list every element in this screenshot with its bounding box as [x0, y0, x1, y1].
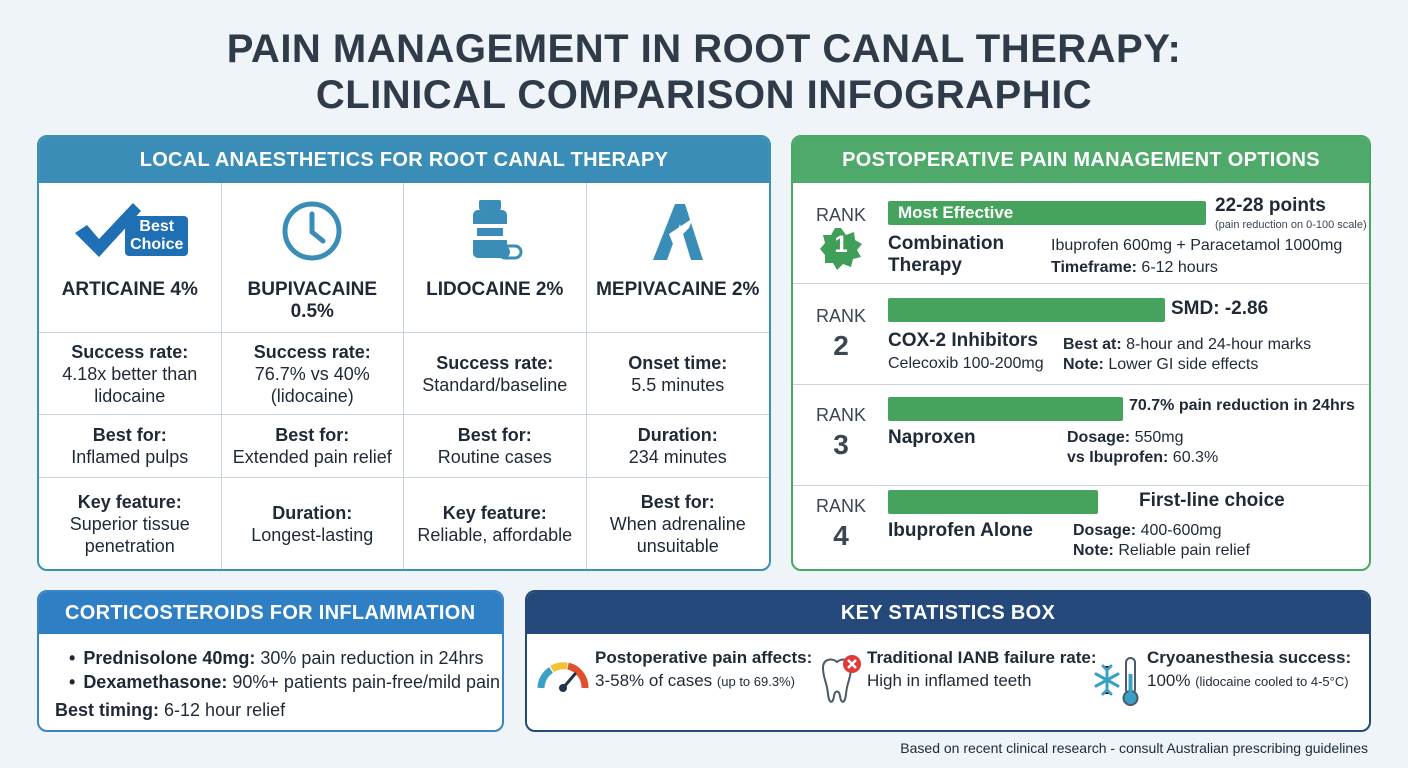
rank-label: RANK	[815, 496, 866, 516]
rank-number: 2	[833, 330, 849, 361]
table-cell: Duration:234 minutes	[586, 415, 769, 478]
key-statistics-heading: KEY STATISTICS BOX	[527, 592, 1369, 634]
rank-number: 1	[834, 231, 848, 258]
checkmark-icon	[75, 203, 142, 257]
key-statistics-panel: KEY STATISTICS BOX Postoperative pain af…	[525, 590, 1371, 732]
rank-value: First-line choice	[1139, 490, 1285, 511]
snowflake-thermometer-icon	[1094, 657, 1139, 706]
title-line-2: CLINICAL COMPARISON INFOGRAPHIC	[315, 73, 1093, 117]
rank-value: 70.7% pain reduction in 24hrs	[1129, 397, 1355, 414]
table-cell: Duration:Longest-lasting	[222, 478, 404, 569]
stat-item: Postoperative pain affects: 3-58% of cas…	[595, 648, 813, 690]
rank-bar	[888, 298, 1165, 322]
table-cell: Success rate:76.7% vs 40% (lidocaine)	[221, 333, 404, 415]
rank-value-note: (pain reduction on 0-100 scale)	[1215, 219, 1367, 231]
table-cell: Best for:Inflamed pulps	[39, 415, 222, 478]
rank-sub: Celecoxib 100-200mg	[888, 355, 1044, 372]
anaesthetics-table: Best Choice ARTICAINE 4% BUPIVACAINE 0.5…	[39, 183, 769, 569]
rank-detail-1: Ibuprofen 600mg + Paracetamol 1000mg	[1051, 237, 1343, 254]
corticosteroids-heading: CORTICOSTEROIDS FOR INFLAMMATION	[39, 592, 502, 634]
rank-number: 4	[833, 520, 849, 551]
stylized-a-icon	[652, 204, 703, 260]
drug-name: BUPIVACAINE 0.5%	[247, 279, 378, 322]
gauge-icon	[537, 662, 589, 692]
rank-detail-2: Note: Lower GI side effects	[1063, 356, 1259, 373]
rank-value: SMD: -2.86	[1171, 298, 1269, 319]
stat-item: Cryoanesthesia success: 100% (lidocaine …	[1147, 648, 1352, 690]
drug-name: MEPIVACAINE 2%	[596, 279, 760, 300]
rank-row-1: RANK 1 Most Effective 22-28 points (pain…	[793, 183, 1369, 284]
table-cell: Best for:When adrenaline unsuitable	[609, 491, 746, 556]
rank-name: Naproxen	[888, 427, 976, 448]
rank-number: 3	[833, 429, 849, 460]
rank-bar	[888, 397, 1123, 421]
rank-detail-1: Dosage: 400-600mg	[1073, 522, 1222, 539]
postop-heading: POSTOPERATIVE PAIN MANAGEMENT OPTIONS	[793, 137, 1369, 183]
table-cell: Key feature:Superior tissue penetration	[39, 478, 222, 569]
rank-detail-2: Timeframe: 6-12 hours	[1051, 259, 1218, 276]
list-item: Dexamethasone: 90%+ patients pain-free/m…	[69, 670, 500, 694]
page-title: PAIN MANAGEMENT IN ROOT CANAL THERAPY: C…	[0, 26, 1408, 118]
rank-name: Ibuprofen Alone	[888, 520, 1033, 541]
drug-header-mepivacaine: MEPIVACAINE 2%	[586, 183, 769, 333]
rank-1-seal-icon	[820, 228, 862, 270]
table-cell: Success rate:Standard/baseline	[404, 333, 587, 415]
postop-panel: POSTOPERATIVE PAIN MANAGEMENT OPTIONS RA…	[791, 135, 1371, 571]
rank-row-3: RANK 3 70.7% pain reduction in 24hrs Nap…	[793, 385, 1369, 486]
rank-detail-1: Dosage: 550mg	[1067, 429, 1184, 446]
table-cell: Best for:Extended pain relief	[221, 415, 404, 478]
drug-name: ARTICAINE 4%	[61, 279, 198, 300]
footer-note: Based on recent clinical research - cons…	[900, 740, 1368, 756]
rank-name: Combination Therapy	[888, 233, 1005, 276]
clock-icon	[282, 201, 342, 261]
drug-header-lidocaine: LIDOCAINE 2%	[404, 183, 587, 333]
best-timing: Best timing: 6-12 hour relief	[55, 700, 286, 720]
rank-detail-2: Note: Reliable pain relief	[1073, 542, 1250, 559]
tooth-error-icon	[821, 655, 861, 703]
medicine-bottle-icon	[472, 200, 523, 260]
title-line-1: PAIN MANAGEMENT IN ROOT CANAL THERAPY:	[226, 27, 1182, 71]
list-item: Prednisolone 40mg: 30% pain reduction in…	[69, 646, 500, 670]
rank-detail-2: vs Ibuprofen: 60.3%	[1067, 449, 1219, 466]
corticosteroids-list: Prednisolone 40mg: 30% pain reduction in…	[69, 646, 500, 694]
rank-detail-1: Best at: 8-hour and 24-hour marks	[1063, 336, 1312, 353]
rank-label: RANK	[815, 405, 866, 425]
table-cell: Success rate:4.18x better than lidocaine	[39, 333, 222, 415]
table-cell: Key feature:Reliable, affordable	[404, 478, 587, 569]
rank-name: COX-2 Inhibitors	[888, 330, 1038, 351]
best-choice-badge: Best Choice	[125, 216, 189, 256]
rank-label: RANK	[815, 306, 866, 326]
anaesthetics-panel: LOCAL ANAESTHETICS FOR ROOT CANAL THERAP…	[37, 135, 771, 571]
drug-header-articaine: Best Choice ARTICAINE 4%	[39, 183, 222, 333]
stat-item: Traditional IANB failure rate: High in i…	[867, 648, 1097, 690]
table-cell: Best for:Routine cases	[404, 415, 587, 478]
corticosteroids-panel: CORTICOSTEROIDS FOR INFLAMMATION Prednis…	[37, 590, 504, 732]
rank-row-2: RANK 2 SMD: -2.86 COX-2 Inhibitors Celec…	[793, 284, 1369, 385]
drug-header-bupivacaine: BUPIVACAINE 0.5%	[221, 183, 404, 333]
rank-bar	[888, 490, 1098, 514]
rank-row-4: RANK 4 First-line choice Ibuprofen Alone…	[793, 486, 1369, 569]
rank-bar: Most Effective	[888, 201, 1206, 225]
anaesthetics-heading: LOCAL ANAESTHETICS FOR ROOT CANAL THERAP…	[39, 137, 769, 183]
drug-name: LIDOCAINE 2%	[426, 279, 564, 300]
rank-label: RANK	[815, 205, 866, 225]
table-cell: Onset time:5.5 minutes	[586, 333, 769, 415]
rank-value: 22-28 points	[1215, 195, 1326, 216]
